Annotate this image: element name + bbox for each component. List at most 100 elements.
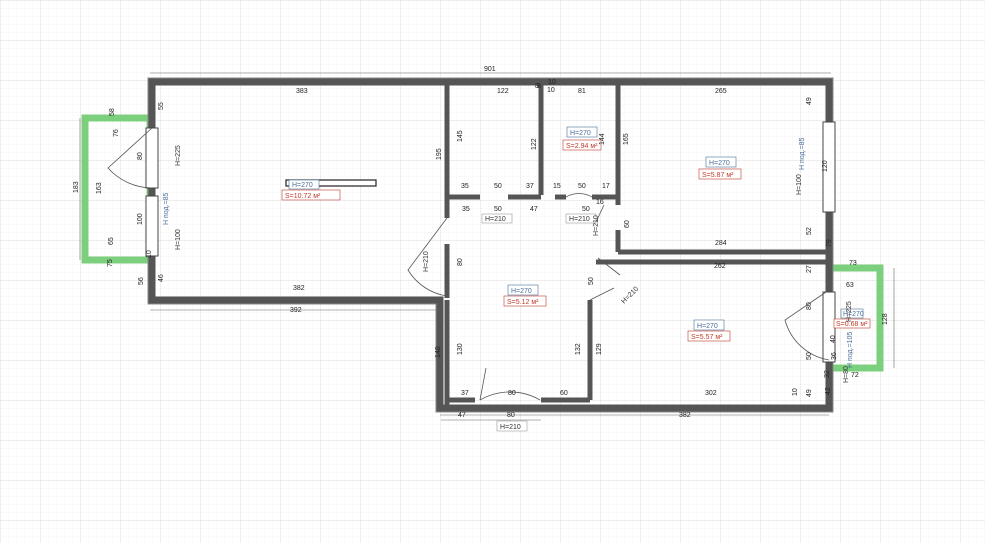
dimension-value: 72 bbox=[851, 372, 859, 379]
room-height-label: H=270 bbox=[511, 288, 532, 295]
dimension-value: 382 bbox=[293, 285, 305, 292]
dimension-value: 35 bbox=[462, 206, 470, 213]
dimension-value: 80 bbox=[508, 390, 516, 397]
living-room-fixture bbox=[285, 179, 377, 187]
dimension-value: 17 bbox=[602, 183, 610, 190]
dimension-value: 73 bbox=[849, 260, 857, 267]
dimension-value: 63 bbox=[846, 282, 854, 289]
window-height-label: H=80 bbox=[843, 366, 850, 383]
dimension-value: 122 bbox=[497, 88, 509, 95]
dimension-value: 49 bbox=[806, 97, 813, 105]
room-height-label: H=270 bbox=[709, 160, 730, 167]
dimension-value: 8 bbox=[537, 83, 541, 90]
dimension-value: 60 bbox=[624, 220, 631, 228]
dimension-value: 80 bbox=[806, 302, 813, 310]
room-height-label: H=270 bbox=[697, 323, 718, 330]
dimension-value: 81 bbox=[578, 88, 586, 95]
dimension-value: 49 bbox=[806, 389, 813, 397]
dimension-value: 132 bbox=[575, 343, 582, 355]
dimension-value: 80 bbox=[507, 412, 515, 419]
window-height-label: H=225 bbox=[175, 145, 182, 166]
overall-width-dimension: 901 bbox=[484, 66, 496, 73]
dimension-value: 58 bbox=[109, 108, 116, 116]
dimension-value: 8 bbox=[535, 83, 539, 90]
dimension-value: 47 bbox=[530, 206, 538, 213]
dimension-value: 50 bbox=[578, 183, 586, 190]
dimension-value: 50 bbox=[582, 206, 590, 213]
dimension-value: 10 bbox=[548, 79, 556, 86]
dimension-value: 50 bbox=[494, 206, 502, 213]
right-balcony bbox=[828, 264, 884, 372]
window-sill-label: H под.=105 bbox=[847, 332, 854, 368]
dimension-value: 265 bbox=[715, 88, 727, 95]
dimension-value: 50 bbox=[494, 183, 502, 190]
dimension-value: 37 bbox=[461, 390, 469, 397]
dimension-value: 79 bbox=[826, 239, 833, 247]
window-sill-label: H под.=85 bbox=[163, 192, 170, 225]
door-height-label: H=225 bbox=[846, 301, 853, 322]
door-height-label: H=210 bbox=[500, 424, 521, 431]
room-area-label: S=10.72 м² bbox=[285, 193, 321, 200]
room-area-label: S=5.87 м² bbox=[702, 172, 734, 179]
dimension-value: 52 bbox=[806, 227, 813, 235]
window-sill-label: H под.=85 bbox=[799, 137, 806, 170]
room-height-label: H=270 bbox=[843, 311, 864, 318]
dimension-value: 37 bbox=[526, 183, 534, 190]
dimension-value: 47 bbox=[458, 412, 466, 419]
dimension-value: 100 bbox=[137, 213, 144, 225]
dimension-value: 36 bbox=[831, 352, 838, 360]
dimension-value: 32 bbox=[824, 370, 831, 378]
dimension-value: 145 bbox=[457, 130, 464, 142]
door-height-label: H=210 bbox=[485, 216, 506, 223]
dimension-value: 16 bbox=[596, 199, 604, 206]
dimension-value: 80 bbox=[137, 152, 144, 160]
room-area-label: S=0.68 м² bbox=[836, 321, 868, 328]
dimension-value: 122 bbox=[531, 138, 538, 150]
dimension-value: 10 bbox=[792, 388, 799, 396]
dimension-value: 383 bbox=[296, 88, 308, 95]
window-height-label: H=100 bbox=[796, 174, 803, 195]
dimension-value: 10 bbox=[146, 250, 153, 258]
dimension-value: 46 bbox=[158, 274, 165, 282]
dimension-value: 80 bbox=[457, 258, 464, 266]
dimension-value: 60 bbox=[560, 390, 568, 397]
room-area-label: S=5.12 м² bbox=[507, 299, 539, 306]
door-height-label: H=210 bbox=[423, 251, 430, 272]
dimension-value: 120 bbox=[822, 160, 829, 172]
dimension-value: 65 bbox=[108, 237, 115, 245]
dimension-value: 128 bbox=[882, 313, 889, 325]
room-area-label: S=5.57 м² bbox=[691, 334, 723, 341]
dimension-value: 42 bbox=[825, 387, 832, 395]
dimension-value: 75 bbox=[107, 259, 114, 267]
room-height-label: H=270 bbox=[570, 130, 591, 137]
door-height-label: H=210 bbox=[593, 215, 600, 236]
door-swings bbox=[107, 127, 830, 401]
outer-walls-inner-line bbox=[147, 77, 834, 413]
dimension-value: 10 bbox=[547, 87, 555, 94]
dimension-value: 40 bbox=[830, 335, 837, 343]
dimension-value: 144 bbox=[599, 133, 606, 145]
dimension-value: 130 bbox=[457, 343, 464, 355]
window-height-label: H=100 bbox=[175, 229, 182, 250]
dimension-value: 56 bbox=[138, 277, 145, 285]
door-height-label: H=210 bbox=[569, 216, 590, 223]
dimension-value: 129 bbox=[596, 343, 603, 355]
room-area-label: S=2.94 м² bbox=[566, 143, 598, 150]
room-labels: H=270 S=10.72 м² H=270 S=2.94 м² H=270 S… bbox=[281, 126, 871, 342]
dimension-value: 284 bbox=[715, 240, 727, 247]
dimension-value: 35 bbox=[461, 183, 469, 190]
window-labels: H=225 H=100 H под.=85 H=100 H под.=85 H=… bbox=[163, 137, 854, 383]
dimension-value: 50 bbox=[588, 277, 595, 285]
dimension-lines bbox=[79, 72, 895, 421]
dimension-value: 163 bbox=[96, 182, 103, 194]
interior-walls bbox=[444, 84, 829, 408]
dimension-value: 55 bbox=[158, 102, 165, 110]
dimension-value: 165 bbox=[623, 133, 630, 145]
dimension-value: 382 bbox=[679, 412, 691, 419]
dimension-value: 183 bbox=[73, 181, 80, 193]
dimension-value: 262 bbox=[714, 263, 726, 270]
dimension-value: 50 bbox=[806, 352, 813, 360]
